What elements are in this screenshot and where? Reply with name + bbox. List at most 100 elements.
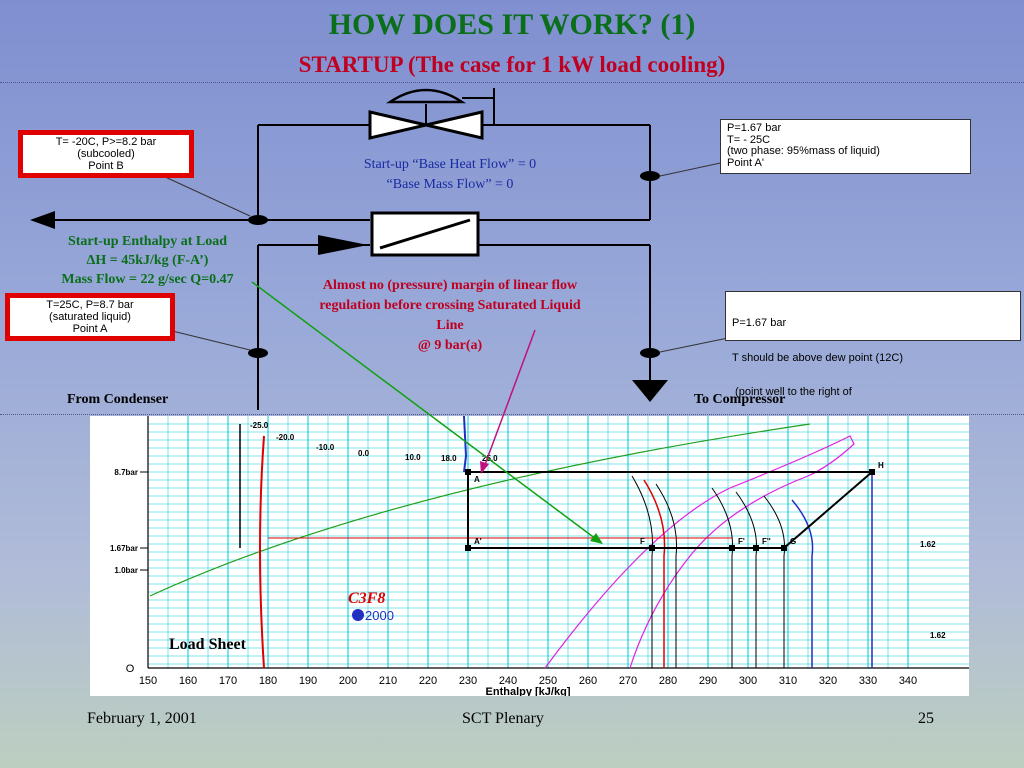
x-tick-label: 270 (619, 675, 637, 687)
enthalpy-line-1: Start-up Enthalpy at Load (67, 234, 228, 249)
point-b-line-3: Point B (88, 160, 124, 172)
point-b-line-2: (subcooled) (77, 148, 135, 160)
magenta-arrowhead-icon (480, 461, 489, 474)
point-b-line-1: T= -20C, P>=8.2 bar (55, 136, 157, 148)
point-a-prime-box: P=1.67 bar T= - 25C (two phase: 95%mass … (720, 119, 971, 174)
cycle-point-label: F'' (762, 537, 771, 546)
isotherm-curve (631, 475, 654, 668)
top-divider (0, 82, 1024, 83)
footer-center: SCT Plenary (462, 710, 544, 727)
x-tick-label: 280 (659, 675, 677, 687)
pressure-label: 1.67bar (110, 544, 138, 553)
cycle-point (729, 545, 735, 551)
cycle-point-label: F (640, 537, 645, 546)
vapour-line (544, 435, 855, 669)
margin-line-2: regulation before crossing Saturated Liq… (319, 298, 581, 313)
point-b-box: T= -20C, P>=8.2 bar (subcooled) Point B (18, 130, 194, 178)
cycle-point (649, 545, 655, 551)
enthalpy-note: Start-up Enthalpy at Load ΔH = 45kJ/kg (… (30, 232, 265, 289)
cycle-point (869, 469, 875, 475)
x-tick-label: 290 (699, 675, 717, 687)
isotherm-label: 18.0 (441, 454, 457, 463)
saturated-liquid-line (463, 416, 468, 473)
circuit-schematic (30, 88, 729, 410)
cycle-point (465, 545, 471, 551)
isotherm-label: -20.0 (276, 433, 295, 442)
isotherm-neg20 (259, 435, 265, 669)
cycle-point (781, 545, 787, 551)
x-tick-label: 200 (339, 675, 357, 687)
mid-divider (0, 414, 1024, 415)
x-tick-label: 260 (579, 675, 597, 687)
x-tick-label: 160 (179, 675, 197, 687)
slide-title: HOW DOES IT WORK? (1) (328, 8, 696, 41)
isotherm-curve (763, 495, 786, 668)
isentrope-label: 1.62 (920, 540, 936, 549)
cycle-point-label: H (878, 461, 884, 470)
x-axis-label: Enthalpy [kJ/kg] (486, 686, 571, 696)
x-tick-label: 240 (499, 675, 517, 687)
startup-flow-line-1: Start-up “Base Heat Flow” = 0 (363, 157, 537, 172)
cycle-point-label: G (790, 537, 796, 546)
margin-line-3: Line (436, 318, 464, 333)
x-tick-label: 310 (779, 675, 797, 687)
logo-mark-icon (352, 609, 364, 621)
isentrope-label: 1.62 (930, 631, 946, 640)
isotherm-label: 25.0 (482, 454, 498, 463)
x-tick-label: 250 (539, 675, 557, 687)
y-axis-label: O (126, 663, 135, 675)
isotherm-label: -25.0 (250, 421, 269, 430)
isotherm-curve (711, 487, 734, 668)
cycle-compression-line (783, 471, 873, 549)
point-a-box: T=25C, P=8.7 bar (saturated liquid) Poin… (5, 293, 175, 341)
isotherm-curve (791, 499, 814, 668)
point-f-box: P=1.67 bar T should be above dew point (… (725, 291, 1021, 432)
x-tick-label: 150 (139, 675, 157, 687)
x-tick-label: 340 (899, 675, 917, 687)
arrow-left-icon (30, 211, 55, 229)
enthalpy-line-3: Mass Flow = 22 g/sec Q=0.47 (61, 272, 234, 287)
point-a-line-3: Point A (72, 323, 108, 335)
x-tick-label: 230 (459, 675, 477, 687)
load-sheet-label: Load Sheet (169, 636, 246, 653)
point-a-line-1: T=25C, P=8.7 bar (46, 299, 134, 311)
point-a-line-2: (saturated liquid) (49, 311, 131, 323)
x-tick-label: 190 (299, 675, 317, 687)
x-tick-label: 320 (819, 675, 837, 687)
green-arrowhead-icon (590, 533, 603, 544)
x-tick-label: 180 (259, 675, 277, 687)
isotherm-curve (735, 491, 758, 668)
slide-subtitle: STARTUP (The case for 1 kW load cooling) (298, 52, 726, 77)
from-condenser-label: From Condenser (67, 392, 169, 407)
point-a-prime-line-4: Point A' (727, 156, 764, 169)
arrow-down-icon (632, 380, 668, 402)
valve-right-icon (425, 110, 484, 140)
startup-flow-line-2: “Base Mass Flow” = 0 (386, 177, 514, 192)
green-curve (149, 423, 811, 597)
page-number: 25 (918, 710, 934, 727)
cycle-point (465, 469, 471, 475)
isotherm-label: -10.0 (316, 443, 335, 452)
isotherm-label: 10.0 (405, 453, 421, 462)
x-tick-label: 300 (739, 675, 757, 687)
isotherm-curve (655, 483, 678, 668)
footer-date: February 1, 2001 (87, 710, 197, 727)
margin-note: Almost no (pressure) margin of linear fl… (280, 276, 620, 356)
point-a-prime-line-3: (two phase: 95%mass of liquid) (727, 145, 880, 157)
point-f-line-2: T should be above dew point (12C) (732, 351, 904, 364)
arrow-right-icon (318, 235, 368, 255)
cycle-point-label: F' (738, 537, 745, 546)
pressure-label: 1.0bar (114, 566, 138, 575)
x-tick-label: 220 (419, 675, 437, 687)
margin-line-1: Almost no (pressure) margin of linear fl… (322, 278, 578, 293)
to-compressor-label: To Compressor (694, 392, 786, 407)
refrigerant-sublabel: 2000 (365, 608, 394, 623)
margin-line-4: @ 9 bar(a) (417, 338, 483, 353)
point-a-prime-line-2: T= - 25C (727, 133, 771, 146)
point-f-line-3: (point well to the right of (732, 386, 852, 398)
isotherm-curve (643, 479, 666, 668)
x-tick-label: 170 (219, 675, 237, 687)
enthalpy-line-2: ΔH = 45kJ/kg (F-A’) (86, 253, 209, 268)
